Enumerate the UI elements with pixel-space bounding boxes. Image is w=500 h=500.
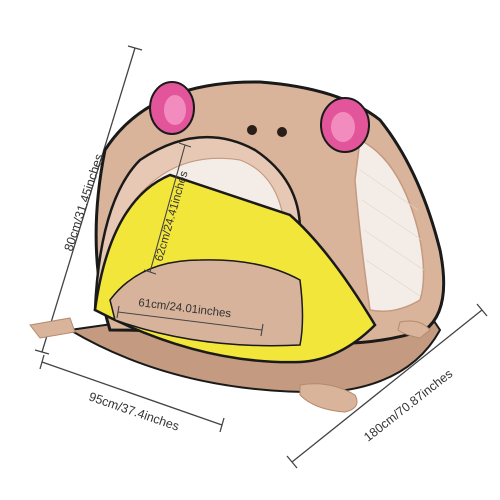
door-tab-right	[397, 320, 431, 339]
height-line	[41, 47, 136, 353]
right-eye	[277, 127, 287, 137]
inner-height-line	[149, 144, 186, 273]
inner-floor	[109, 259, 304, 347]
dimension-guides	[34, 45, 488, 469]
tent	[29, 80, 446, 413]
depth-line	[41, 361, 223, 426]
length-line	[291, 309, 483, 463]
inner-dimension-guides	[116, 142, 264, 337]
door-tab-left	[29, 317, 76, 339]
left-eye	[247, 125, 257, 135]
depth-label: 95cm/37.4inches	[87, 390, 181, 434]
door-tab-bottom	[299, 383, 358, 413]
side-mesh-window	[354, 138, 425, 312]
inner-width-line	[117, 311, 263, 331]
